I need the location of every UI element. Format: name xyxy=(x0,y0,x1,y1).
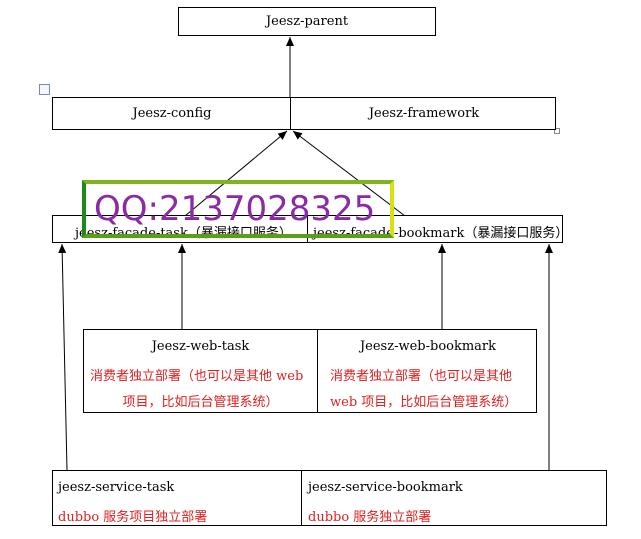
divider xyxy=(290,98,291,129)
node-web-task-desc-line2: 项目，比如后台管理系统） xyxy=(122,395,279,410)
node-web-task-title: Jeesz-web-task xyxy=(151,339,250,354)
node-framework-label: Jeesz-framework xyxy=(368,106,480,121)
node-service-row: jeesz-service-task dubbo 服务项目独立部署 jeesz-… xyxy=(52,470,607,526)
node-config-label: Jeesz-config xyxy=(132,106,212,121)
node-service-task-desc: dubbo 服务项目独立部署 xyxy=(58,510,208,525)
node-web-bookmark-desc-line2: web 项目，比如后台管理系统） xyxy=(330,395,518,410)
divider xyxy=(301,471,302,525)
divider xyxy=(317,330,318,412)
node-parent: Jeesz-parent xyxy=(178,7,436,36)
node-web-task-desc-line1: 消费者独立部署（也可以是其他 web xyxy=(90,369,304,384)
table-move-handle[interactable] xyxy=(39,84,50,95)
node-web-row: Jeesz-web-task 消费者独立部署（也可以是其他 web 项目，比如后… xyxy=(83,329,537,413)
node-service-bookmark-desc: dubbo 服务独立部署 xyxy=(308,510,432,525)
node-facade-row: jeesz-facade-task（暴漏接口服务） jeesz-facade-b… xyxy=(52,215,568,243)
arrow-facade-bookmark-to-config xyxy=(292,130,406,217)
arrow-service-task-to-facade xyxy=(58,243,68,471)
node-web-bookmark-title: Jeesz-web-bookmark xyxy=(359,339,497,354)
divider xyxy=(307,216,308,242)
node-facade-bookmark-label: jeesz-facade-bookmark（暴漏接口服务） xyxy=(313,226,569,241)
node-service-task-title: jeesz-service-task xyxy=(58,480,175,495)
node-facade-task-label: jeesz-facade-task（暴漏接口服务） xyxy=(75,226,292,241)
node-service-bookmark-title: jeesz-service-bookmark xyxy=(308,480,463,495)
node-config-framework-row: Jeesz-config Jeesz-framework xyxy=(52,97,556,130)
arrow-facade-task-to-config xyxy=(184,130,288,217)
node-web-bookmark-desc-line1: 消费者独立部署（也可以是其他 xyxy=(330,369,513,384)
node-parent-label: Jeesz-parent xyxy=(265,14,349,29)
table-resize-handle[interactable] xyxy=(554,128,560,134)
